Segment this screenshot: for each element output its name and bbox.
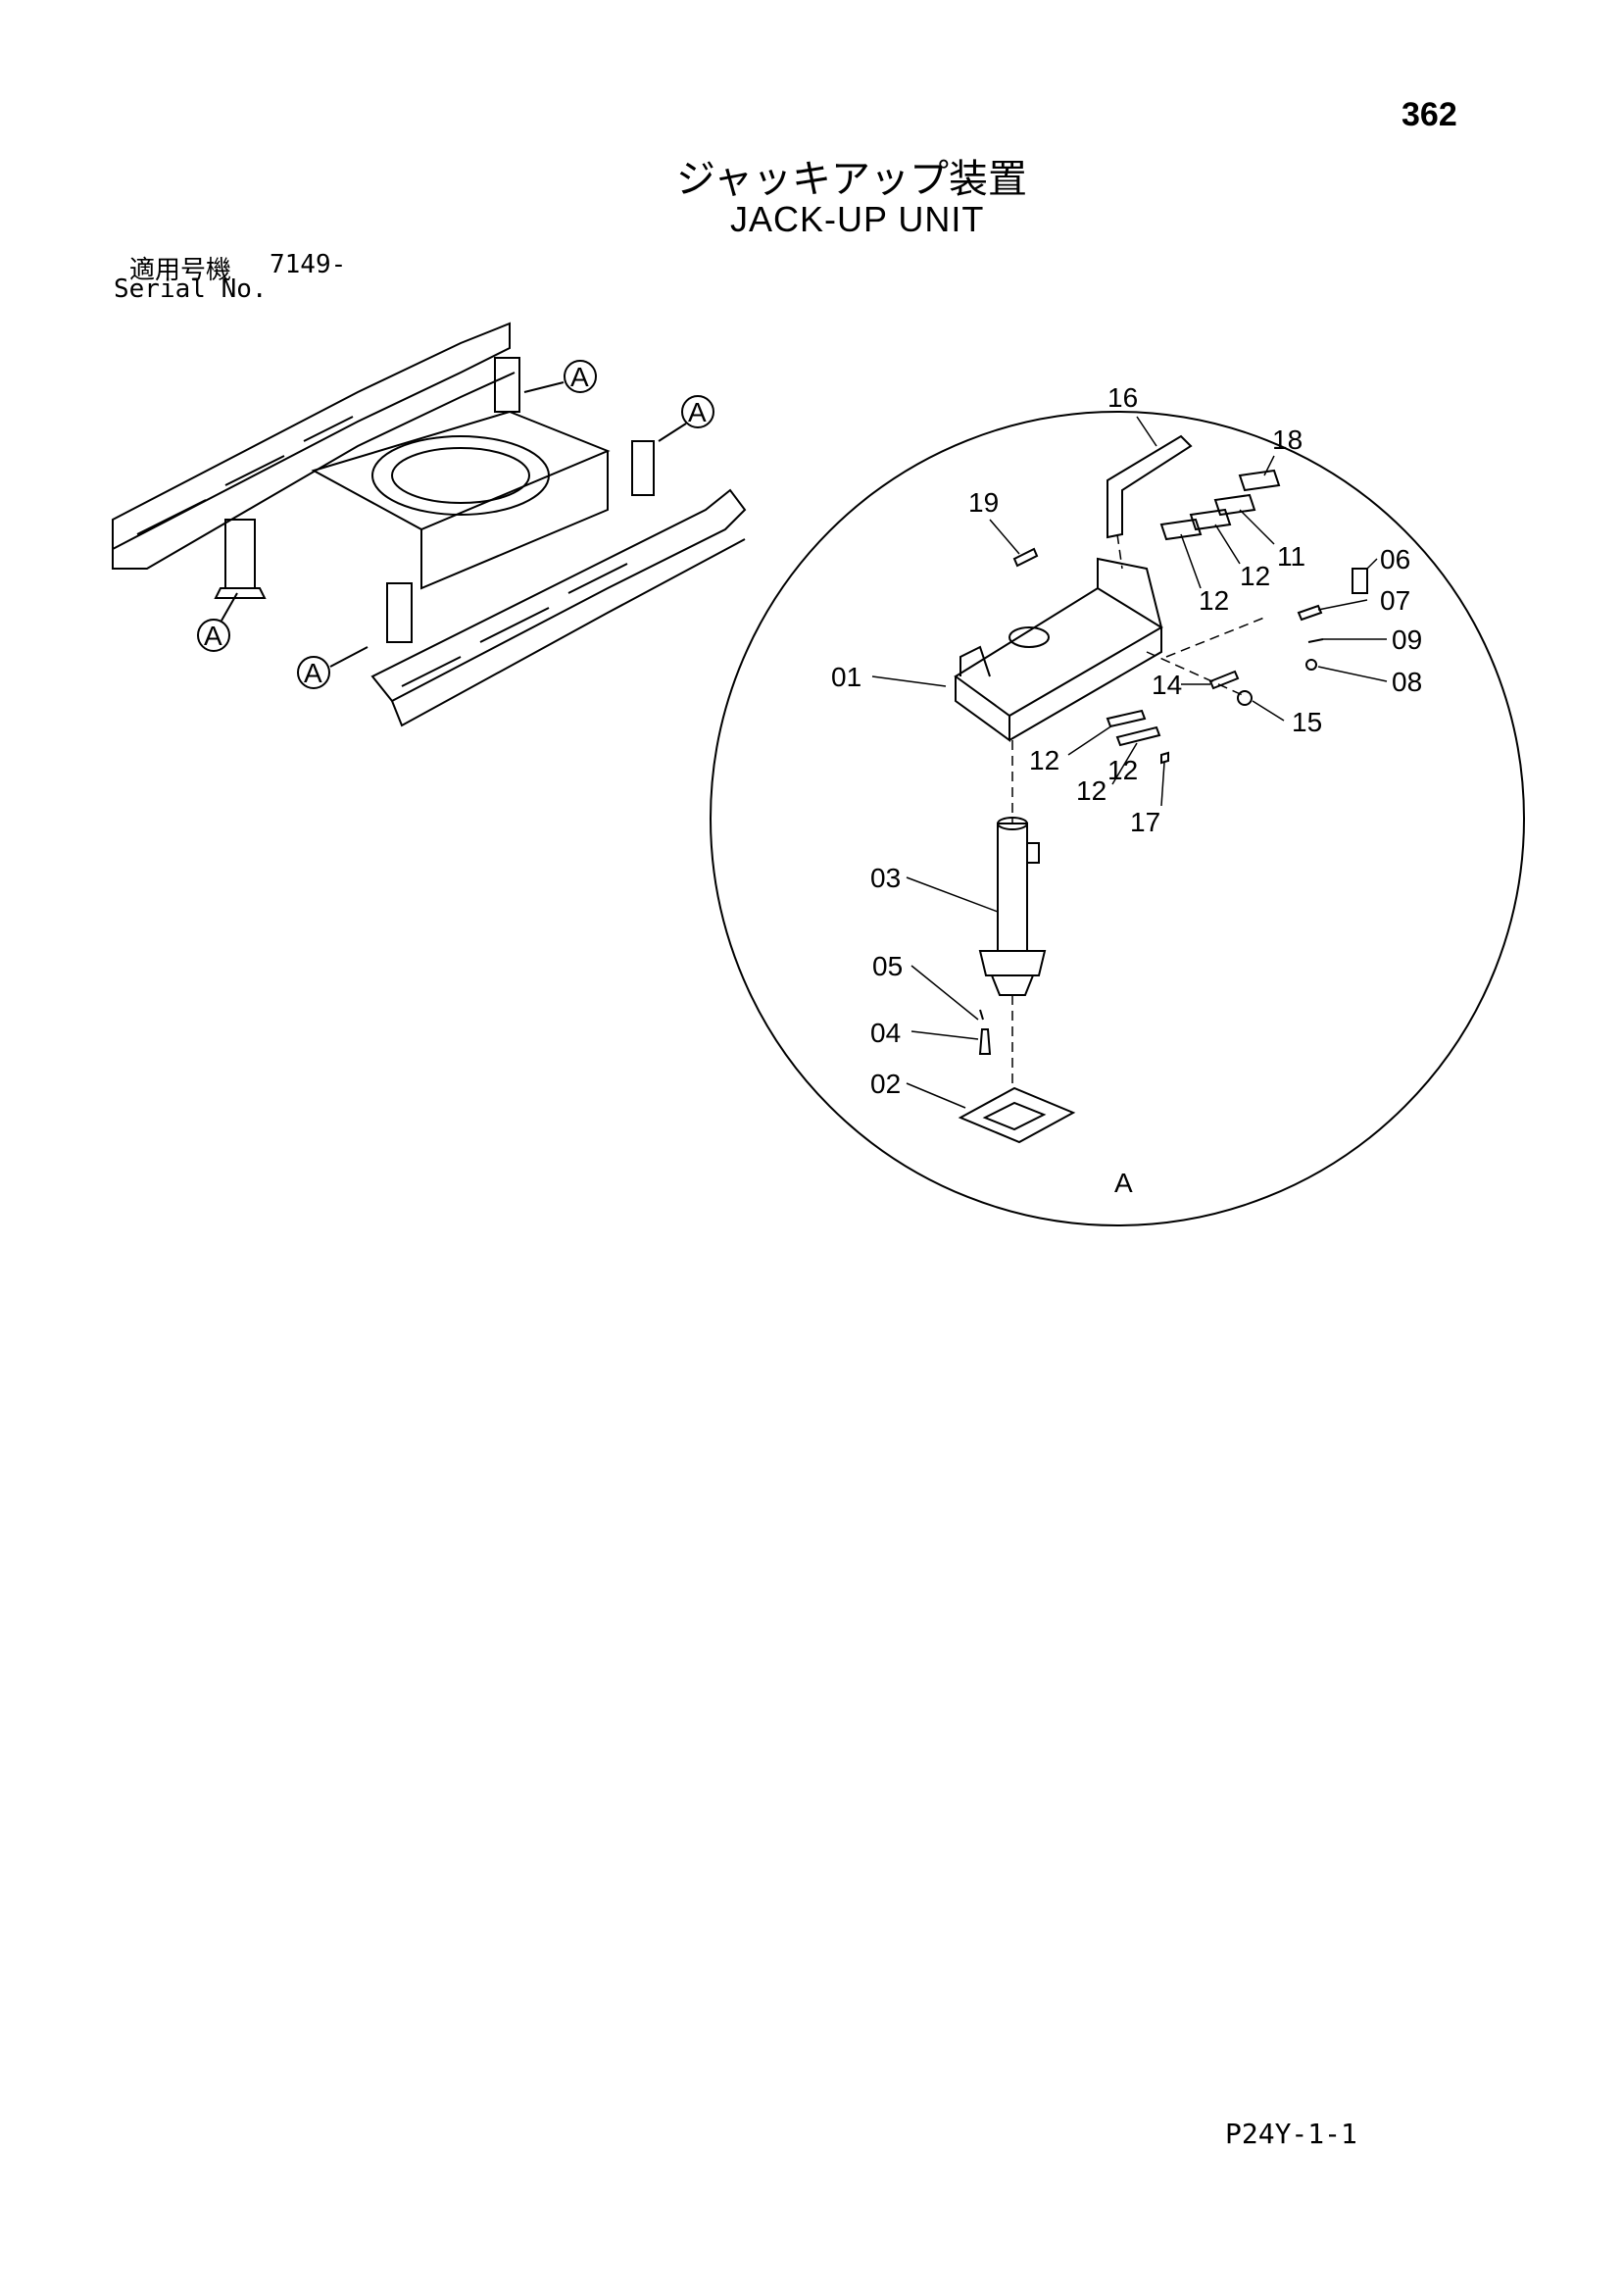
callout-number: 12 xyxy=(1240,561,1270,591)
callout-number: 02 xyxy=(870,1069,901,1099)
view-marker-a xyxy=(658,395,714,442)
detail-view-label: A xyxy=(1114,1168,1133,1198)
callout-number: 05 xyxy=(872,951,903,981)
view-marker-a-label: A xyxy=(204,621,222,651)
page-title-japanese: ジャッキアップ装置 xyxy=(676,157,1027,202)
serial-label-japanese: 適用号機 xyxy=(129,256,232,285)
callout-number: 19 xyxy=(968,487,999,518)
callout-number: 12 xyxy=(1199,585,1229,616)
callout-number: 14 xyxy=(1152,670,1182,700)
view-marker-a xyxy=(297,646,369,689)
callout-number: 16 xyxy=(1107,382,1138,413)
undercarriage-overview xyxy=(112,322,747,727)
view-marker-a-label: A xyxy=(570,362,589,392)
serial-label: Serial No. xyxy=(114,275,268,304)
callout-number: 01 xyxy=(831,662,861,692)
callout-number: 15 xyxy=(1292,707,1322,737)
assembly-center-lines xyxy=(1011,533,1265,1088)
callout-number: 18 xyxy=(1272,424,1303,455)
view-marker-a xyxy=(523,360,597,393)
callout-number: 08 xyxy=(1392,667,1422,697)
serial-number-value: 7149- xyxy=(270,250,347,279)
page-title: JACK-UP UNIT xyxy=(730,199,985,239)
callout-number: 04 xyxy=(870,1018,901,1048)
callout-number: 12 xyxy=(1029,745,1059,775)
callout-number: 06 xyxy=(1380,544,1410,574)
callout-numbers: 16 18 19 11 12 06 12 12 07 09 01 14 08 1… xyxy=(831,382,1422,1099)
view-marker-a xyxy=(197,592,238,652)
callout-leaders xyxy=(871,416,1388,1109)
view-marker-a-label: A xyxy=(688,397,707,427)
detail-view-boundary xyxy=(710,411,1525,1226)
view-marker-a-label: A xyxy=(304,658,322,688)
page-number: 362 xyxy=(1402,96,1457,133)
callout-number: 07 xyxy=(1380,585,1410,616)
page-reference-code: P24Y-1-1 xyxy=(1225,2118,1357,2150)
callout-number: 11 xyxy=(1277,541,1305,572)
callout-number: 12 xyxy=(1107,755,1138,785)
jack-up-assembly xyxy=(954,434,1368,1144)
callout-number: 03 xyxy=(870,863,901,893)
callout-number: 17 xyxy=(1130,807,1160,837)
callout-number: 09 xyxy=(1392,624,1422,655)
callout-number: 12 xyxy=(1076,775,1107,806)
